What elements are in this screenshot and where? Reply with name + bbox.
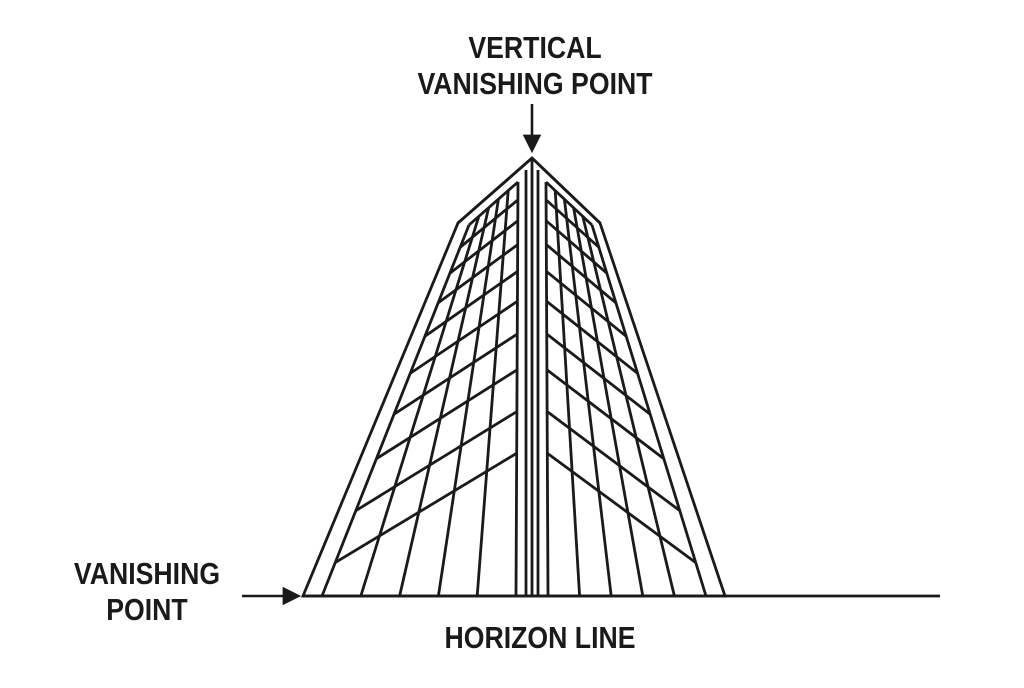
right-face-floor-line bbox=[545, 332, 651, 416]
vanishing-point-arrow-head bbox=[282, 586, 302, 606]
roof-edge-left bbox=[457, 156, 533, 225]
vanishing-point-label: VANISHING POINT bbox=[55, 556, 239, 628]
roof-edge-right bbox=[531, 156, 601, 225]
left-face-mullion bbox=[359, 215, 481, 597]
left-face-floor-line bbox=[393, 332, 519, 416]
right-face-floor-line bbox=[545, 300, 639, 375]
vertical-vanishing-point-label-line-2: VANISHING POINT bbox=[417, 66, 653, 101]
left-face-floor-line bbox=[424, 270, 519, 338]
vanishing-point-label-line-2: POINT bbox=[106, 592, 188, 627]
right-face-mullion bbox=[572, 207, 645, 597]
right-face-mullion bbox=[563, 199, 613, 597]
left-face-right-inner-edge bbox=[514, 181, 520, 597]
vertical-vp-arrow-head bbox=[522, 134, 542, 154]
left-face-floor-line bbox=[449, 219, 519, 275]
vertical-vanishing-point-label: VERTICAL VANISHING POINT bbox=[410, 30, 659, 102]
right-face-left-inner-edge bbox=[544, 181, 550, 597]
right-face-floor-line bbox=[546, 410, 681, 512]
left-face-floor-line bbox=[375, 368, 518, 460]
left-face-floor-line bbox=[355, 410, 518, 512]
right-face-floor-line bbox=[545, 198, 600, 249]
right-face-floor-line bbox=[546, 452, 697, 564]
right-face-floor-line bbox=[545, 270, 628, 338]
building bbox=[300, 156, 940, 598]
left-face-floor-line bbox=[334, 452, 518, 564]
horizon-line-label: HORIZON LINE bbox=[444, 620, 636, 655]
vanishing-point-label-line-1: VANISHING bbox=[73, 556, 221, 591]
right-face-right-inner-edge bbox=[590, 224, 708, 597]
left-face-floor-line bbox=[409, 300, 519, 375]
left-face-floor-line bbox=[459, 198, 519, 249]
left-face-floor-line bbox=[437, 243, 519, 305]
left-face-mullion bbox=[475, 190, 510, 597]
right-face-top-inner-edge bbox=[545, 180, 593, 227]
right-face-floor-line bbox=[546, 368, 665, 460]
right-face-floor-line bbox=[545, 243, 617, 304]
right-face-mullion bbox=[581, 216, 676, 597]
annotations bbox=[242, 104, 542, 606]
left-face-mullion bbox=[398, 207, 490, 597]
right-face-floor-line bbox=[545, 219, 608, 275]
left-face-inner-edge bbox=[320, 224, 471, 597]
vertical-vanishing-point-label-line-1: VERTICAL bbox=[468, 30, 602, 65]
right-face-mullion bbox=[553, 190, 581, 597]
